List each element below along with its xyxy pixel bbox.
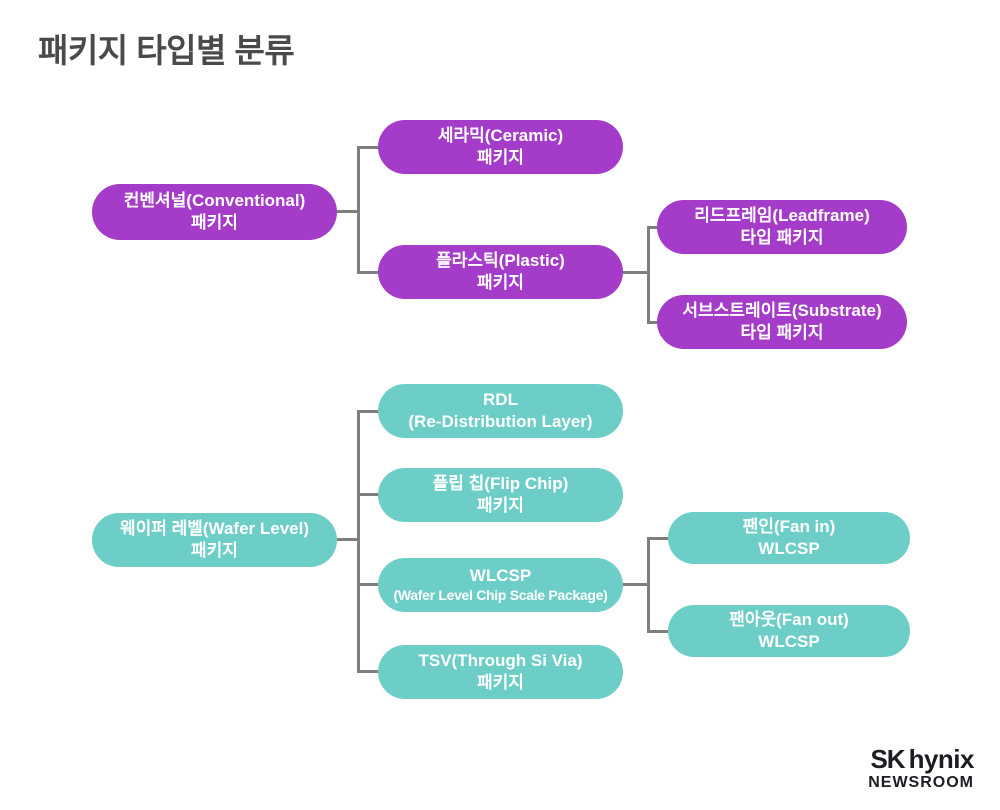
node-label: 팬아웃(Fan out): [729, 610, 849, 630]
node-label: 플립 칩(Flip Chip): [432, 474, 569, 494]
node-label: (Re-Distribution Layer): [408, 412, 593, 431]
node-label: 타입 패키지: [740, 228, 824, 247]
node-label: 웨이퍼 레벨(Wafer Level): [119, 519, 310, 539]
node-label: 리드프레임(Leadframe): [694, 206, 870, 226]
connector-plastic-trunk: [647, 226, 650, 324]
node-label: (Wafer Level Chip Scale Package): [393, 586, 608, 603]
node-label: WLCSP: [469, 566, 532, 586]
connector-wafer-trunk: [357, 410, 360, 673]
connector-branch-ceramic: [357, 146, 378, 149]
node-label: 팬인(Fan in): [742, 517, 836, 537]
connector-branch-plastic: [357, 271, 378, 274]
node-label: WLCSP: [758, 632, 820, 651]
connector-branch-tsv: [357, 670, 378, 673]
node-rdl: RDL (Re-Distribution Layer): [378, 384, 623, 438]
connector-branch-wlcsp: [357, 583, 378, 586]
connector-branch-fanin: [647, 537, 668, 540]
node-conventional-package: 컨벤셔널(Conventional) 패키지: [92, 184, 337, 240]
connector-branch-flipchip: [357, 493, 378, 496]
connector-wlcsp-stub: [623, 583, 649, 586]
connector-branch-leadframe: [647, 226, 660, 229]
connector-wlcsp-trunk: [647, 537, 650, 633]
node-label: WLCSP: [758, 539, 820, 558]
node-leadframe-type-package: 리드프레임(Leadframe) 타입 패키지: [657, 200, 907, 254]
node-wlcsp: WLCSP (Wafer Level Chip Scale Package): [378, 558, 623, 612]
node-label: 플라스틱(Plastic): [436, 251, 565, 271]
node-wafer-level-package: 웨이퍼 레벨(Wafer Level) 패키지: [92, 513, 337, 567]
connector-branch-rdl: [357, 410, 378, 413]
newsroom-logo-text: NEWSROOM: [868, 774, 974, 791]
node-plastic-package: 플라스틱(Plastic) 패키지: [378, 245, 623, 299]
node-flip-chip-package: 플립 칩(Flip Chip) 패키지: [378, 468, 623, 522]
node-label: 컨벤셔널(Conventional): [123, 191, 306, 211]
connector-wafer-stub: [337, 538, 358, 541]
node-label: 패키지: [477, 673, 524, 692]
node-label: 타입 패키지: [740, 323, 824, 342]
node-ceramic-package: 세라믹(Ceramic) 패키지: [378, 120, 623, 174]
node-label: 패키지: [191, 541, 238, 560]
connector-plastic-stub: [623, 271, 649, 274]
node-fan-in-wlcsp: 팬인(Fan in) WLCSP: [668, 512, 910, 564]
node-fan-out-wlcsp: 팬아웃(Fan out) WLCSP: [668, 605, 910, 657]
node-label: 패키지: [477, 496, 524, 515]
connector-branch-substrate: [647, 321, 660, 324]
connector-conventional-trunk: [357, 146, 360, 274]
node-label: 세라믹(Ceramic): [437, 126, 564, 146]
connector-branch-fanout: [647, 630, 668, 633]
node-label: 패키지: [477, 273, 524, 292]
node-substrate-type-package: 서브스트레이트(Substrate) 타입 패키지: [657, 295, 907, 349]
sk-logo-text: SK: [870, 744, 905, 774]
hynix-logo-text: hynix: [908, 744, 975, 774]
node-label: 패키지: [477, 148, 524, 167]
node-label: TSV(Through Si Via): [418, 651, 583, 671]
connector-conventional-stub: [337, 210, 358, 213]
node-label: 서브스트레이트(Substrate): [682, 301, 882, 321]
node-tsv-package: TSV(Through Si Via) 패키지: [378, 645, 623, 699]
page-title: 패키지 타입별 분류: [38, 32, 295, 69]
node-label: 패키지: [191, 213, 238, 232]
node-label: RDL: [483, 390, 518, 410]
